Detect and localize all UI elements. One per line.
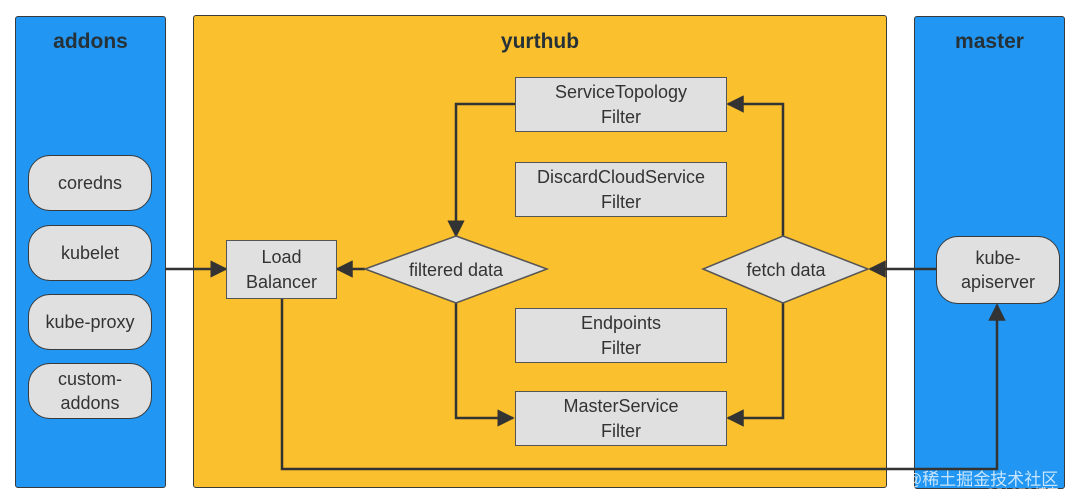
masterservice-filter[interactable]: MasterService Filter xyxy=(515,391,727,446)
addon-custom-addons-label: custom- addons xyxy=(57,369,122,413)
fetch-data-diamond xyxy=(701,235,871,304)
masterservice-filter-line2: Filter xyxy=(601,420,641,441)
arrow-fetch-to-masterservice xyxy=(726,303,785,427)
arrow-filtered-to-masterservice xyxy=(454,303,515,427)
addon-custom-addons[interactable]: custom- addons xyxy=(28,363,152,419)
watermark-51cto: @51CTO博客 xyxy=(984,486,1059,500)
kube-apiserver-node[interactable]: kube- apiserver xyxy=(936,236,1060,304)
arrow-servicetopology-to-filtered xyxy=(447,102,515,238)
fetch-data-label: fetch data xyxy=(746,259,826,280)
yurthub-title: yurthub xyxy=(500,30,580,53)
servicetopology-filter-line2: Filter xyxy=(601,106,641,127)
endpoints-filter[interactable]: Endpoints Filter xyxy=(515,308,727,363)
addons-title: addons xyxy=(53,30,128,53)
discardcloudservice-filter-line1: DiscardCloudService xyxy=(536,166,706,187)
watermark-juejin: @稀土掘金技术社区 xyxy=(905,470,1059,489)
endpoints-filter-line1: Endpoints xyxy=(580,312,662,333)
addon-coredns[interactable]: coredns xyxy=(28,155,152,211)
discardcloudservice-filter[interactable]: DiscardCloudService Filter xyxy=(515,162,727,217)
kube-apiserver-line1: kube- xyxy=(975,248,1021,268)
arrow-fetch-to-servicetopology xyxy=(726,95,785,236)
masterservice-filter-line1: MasterService xyxy=(563,395,679,416)
addon-kube-proxy[interactable]: kube-proxy xyxy=(28,294,152,350)
addon-kubelet-label: kubelet xyxy=(60,243,120,263)
servicetopology-filter-line1: ServiceTopology xyxy=(554,81,688,102)
load-balancer-node[interactable]: Load Balancer xyxy=(226,240,337,299)
addon-kubelet[interactable]: kubelet xyxy=(28,225,152,281)
addon-coredns-label: coredns xyxy=(57,173,123,193)
filtered-data-diamond xyxy=(362,235,550,304)
load-balancer-line1: Load xyxy=(261,246,302,267)
addon-kube-proxy-label: kube-proxy xyxy=(45,312,135,332)
filtered-data-label: filtered data xyxy=(408,259,504,280)
arrow-loadbalancer-to-apiserver xyxy=(280,298,1006,471)
kube-apiserver-line2: apiserver xyxy=(960,272,1036,292)
servicetopology-filter[interactable]: ServiceTopology Filter xyxy=(515,77,727,132)
load-balancer-line2: Balancer xyxy=(245,271,318,292)
master-title: master xyxy=(955,30,1024,53)
endpoints-filter-line2: Filter xyxy=(601,337,641,358)
discardcloudservice-filter-line2: Filter xyxy=(601,191,641,212)
